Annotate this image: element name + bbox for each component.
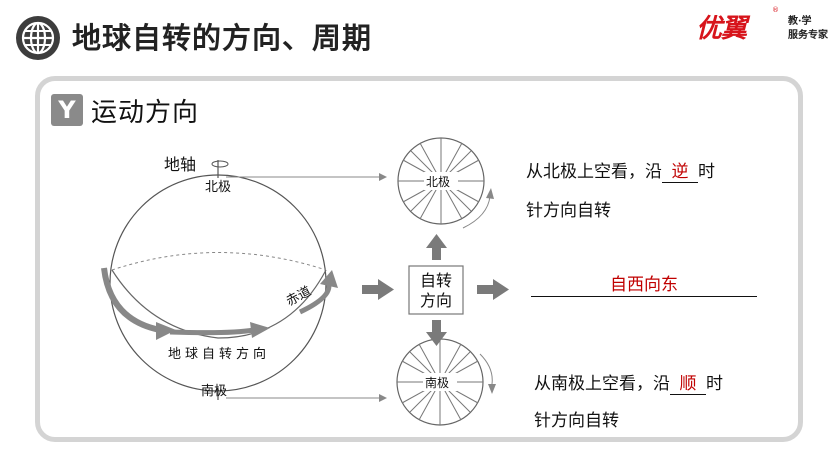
south-statement-prefix: 从南极上空看，沿 <box>534 374 670 394</box>
box-line-1: 自转 <box>420 271 452 290</box>
globe <box>104 160 338 400</box>
axis-label: 地轴 <box>164 155 196 174</box>
south-statement-line-2: 针方向自转 <box>534 406 619 431</box>
south-statement-suffix: 时 <box>706 374 723 394</box>
north-circle-label: 北极 <box>426 175 450 189</box>
north-statement-prefix: 从北极上空看，沿 <box>526 162 662 182</box>
north-answer: 逆 <box>662 162 698 183</box>
north-pole-label: 北极 <box>205 180 231 195</box>
box-line-2: 方向 <box>420 291 452 310</box>
rotation-direction-label: 地球自转方向 <box>168 346 270 362</box>
south-pole-label: 南极 <box>201 383 227 399</box>
south-answer: 顺 <box>670 374 706 395</box>
north-statement-line-1: 从北极上空看，沿逆时 <box>526 157 715 183</box>
south-statement-line-1: 从南极上空看，沿顺时 <box>534 369 723 395</box>
north-statement-suffix: 时 <box>698 162 715 182</box>
middle-answer-line <box>531 296 757 297</box>
north-statement-line-2: 针方向自转 <box>526 196 611 221</box>
south-circle-label: 南极 <box>425 375 449 390</box>
middle-answer: 自西向东 <box>531 270 757 295</box>
